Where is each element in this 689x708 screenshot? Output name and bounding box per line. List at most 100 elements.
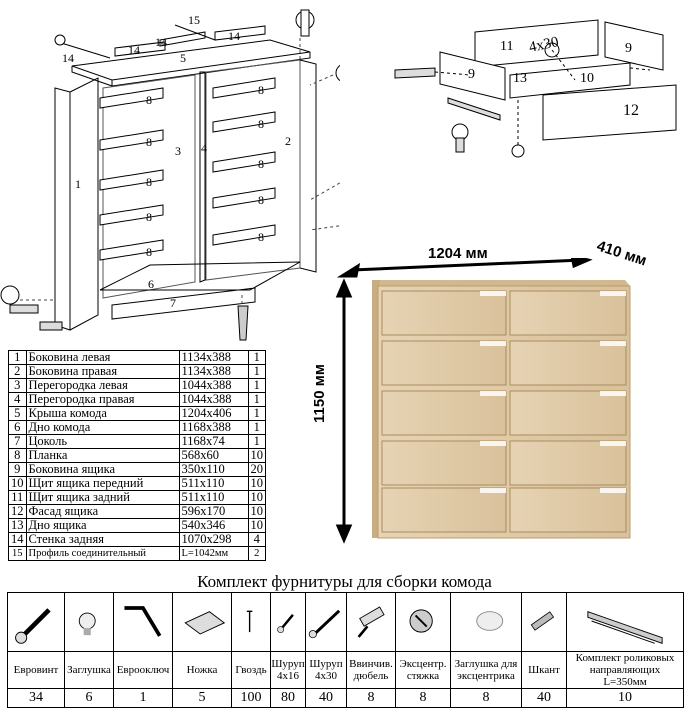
wood-dowel-icon [530,610,555,631]
svg-text:13: 13 [513,71,527,86]
part-name: Перегородка левая [25,378,180,393]
rail-icon [587,610,663,644]
hardware-name: Заглушка [64,651,114,689]
part-q: 10 [247,518,266,533]
part-size: 1070x298 [178,532,249,547]
svg-text:8: 8 [146,175,152,189]
hardware-picture [521,592,567,652]
part-n: 13 [8,518,27,533]
hardware-name: Комплект роликовых направляющих L=350мм [566,651,684,689]
part-q: 1 [247,392,266,407]
part-size: 540x346 [178,518,249,533]
hardware-qty: 8 [346,688,396,708]
svg-text:3: 3 [175,144,181,158]
hardware-picture [566,592,684,652]
hardware-picture [64,592,114,652]
hardware-name: Ножка [172,651,232,689]
part-size: 1044x388 [178,378,249,393]
hardware-picture [450,592,522,652]
part-size: 1168x74 [178,434,249,449]
cam-cap-icon [476,610,504,631]
hardware-name: Шуруп 4x30 [305,651,347,689]
dresser-illustration [335,258,631,544]
svg-text:8: 8 [146,245,152,259]
part-name: Щит ящика передний [25,476,180,491]
svg-text:8: 8 [258,193,264,207]
svg-text:14: 14 [128,43,140,57]
part-q: 1 [247,406,266,421]
svg-text:9: 9 [625,41,632,56]
part-size: 350x110 [178,462,249,477]
svg-text:8: 8 [258,230,264,244]
part-name: Профиль соединительный [25,546,180,561]
part-n: 3 [8,378,27,393]
part-q: 2 [247,546,266,561]
part-name: Перегородка правая [25,392,180,407]
hardware-qty: 8 [450,688,522,708]
svg-text:8: 8 [258,117,264,131]
hardware-name: Еврооключ [113,651,173,689]
part-size: 1168x388 [178,420,249,435]
svg-text:4: 4 [201,141,207,155]
hardware-title: Комплект фурнитуры для сборки комода [197,572,492,591]
part-size: 568x60 [178,448,249,463]
hardware-qty: 10 [566,688,684,708]
svg-text:6: 6 [148,277,154,291]
part-n: 7 [8,434,27,449]
hardware-qty: 8 [395,688,451,708]
part-q: 10 [247,504,266,519]
hardware-picture [270,592,306,652]
hardware-qty: 100 [231,688,271,708]
part-name: Боковина ящика [25,462,180,477]
part-size: 1134x388 [178,350,249,365]
hardware-name: Евровинт [7,651,65,689]
euroscrew-icon [15,607,51,644]
part-q: 1 [247,350,266,365]
hardware-name: Эксцентр. стяжка [395,651,451,689]
cap-icon [78,612,96,635]
part-n: 6 [8,420,27,435]
hex-key-icon [124,605,162,637]
part-size: 511x110 [178,476,249,491]
hardware-name: Гвоздь [231,651,271,689]
part-name: Стенка задняя [25,532,180,547]
hardware-qty: 40 [305,688,347,708]
hardware-picture [7,592,65,652]
svg-text:4x30: 4x30 [528,34,561,56]
part-n: 2 [8,364,27,379]
width-dimension: 1204 мм [428,245,488,262]
hardware-picture [113,592,173,652]
part-name: Цоколь [25,434,180,449]
svg-text:8: 8 [146,93,152,107]
hardware-name: Заглушка для эксцентрика [450,651,522,689]
svg-text:11: 11 [500,39,513,54]
svg-text:12: 12 [623,102,639,119]
screw-short-icon [277,613,294,633]
part-q: 20 [247,462,266,477]
hardware-qty: 80 [270,688,306,708]
part-n: 9 [8,462,27,477]
part-n: 12 [8,504,27,519]
screw-long-icon [308,609,341,638]
part-name: Дно ящика [25,518,180,533]
part-n: 5 [8,406,27,421]
part-q: 10 [247,490,266,505]
part-size: 596x170 [178,504,249,519]
hardware-name: Ввинчив. дюбель [346,651,396,689]
part-size: L=1042мм [178,546,249,561]
part-name: Дно комода [25,420,180,435]
svg-text:15: 15 [188,13,200,27]
part-n: 10 [8,476,27,491]
svg-text:5: 5 [180,51,186,65]
